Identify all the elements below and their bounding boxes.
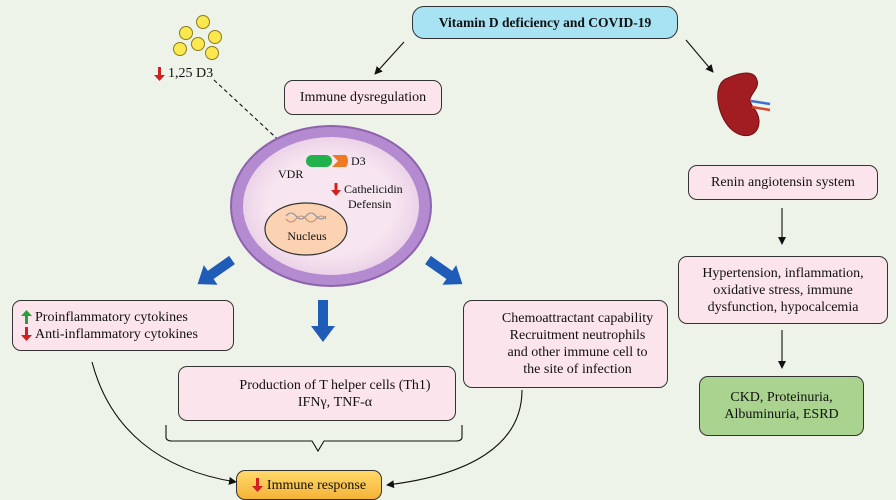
big-blue-arrows bbox=[197, 255, 463, 342]
down-arrow-icon bbox=[21, 327, 32, 341]
immune-dysregulation-label: Immune dysregulation bbox=[299, 90, 427, 105]
blue-arrow-left bbox=[197, 255, 235, 285]
effects-line3: dysfunction, hypocalcemia bbox=[707, 299, 859, 315]
dashed-arrow-d3-to-vdr bbox=[213, 79, 301, 161]
title-box: Vitamin D deficiency and COVID-19 bbox=[412, 6, 678, 39]
d3-label: 1,25 D3 bbox=[154, 66, 213, 81]
arrow-title-to-kidney bbox=[685, 39, 714, 73]
connector-arrows bbox=[91, 39, 786, 489]
chemo-line4: the site of infection bbox=[523, 362, 632, 377]
blue-arrow-right bbox=[425, 255, 463, 285]
effects-line2: oxidative stress, immune bbox=[713, 282, 853, 298]
blue-arrow-center bbox=[311, 300, 335, 342]
anti-inflammatory-text: Anti-inflammatory cytokines bbox=[35, 326, 198, 342]
renin-label: Renin angiotensin system bbox=[711, 175, 855, 190]
chemo-line1: Chemoattractant capability bbox=[501, 311, 654, 326]
d3-cell-label: D3 bbox=[351, 154, 366, 168]
dna-icon bbox=[285, 212, 327, 220]
effects-box: Hypertension, inflammation, oxidative st… bbox=[678, 256, 888, 324]
d3-label-text: 1,25 D3 bbox=[168, 66, 214, 81]
page-title: Vitamin D deficiency and COVID-19 bbox=[438, 15, 652, 30]
cathelicidin-label: Cathelicidin bbox=[331, 182, 403, 197]
up-arrow-icon bbox=[21, 310, 32, 324]
anti-inflammatory-line: Anti-inflammatory cytokines bbox=[21, 326, 198, 343]
immune-response-label: Immune response bbox=[266, 477, 367, 493]
chemo-line3: and other immune cell to bbox=[507, 345, 648, 360]
defensin-label: Defensin bbox=[348, 197, 392, 211]
outcome-line1: CKD, Proteinuria, bbox=[730, 390, 833, 405]
outcome-box: CKD, Proteinuria, Albuminuria, ESRD bbox=[699, 376, 864, 436]
cytokines-box: Proinflammatory cytokines Anti-inflammat… bbox=[12, 300, 234, 351]
kidney-icon bbox=[717, 72, 771, 137]
down-arrow-icon bbox=[154, 66, 165, 81]
effects-line1: Hypertension, inflammation, bbox=[702, 265, 864, 281]
down-arrow-icon bbox=[251, 478, 263, 492]
immune-response-box: Immune response bbox=[236, 470, 382, 500]
arrow-left-to-response bbox=[91, 361, 237, 485]
arrow-right-to-response bbox=[386, 389, 523, 489]
down-arrow-icon bbox=[331, 183, 341, 196]
vitamin-d-molecules-icon bbox=[173, 15, 222, 60]
vdr-receptor-icon bbox=[306, 155, 332, 167]
chemo-line2: Recruitment neutrophils bbox=[509, 328, 646, 343]
th1-line2: IFNγ, TNF-α bbox=[297, 394, 373, 410]
outcome-line2: Albuminuria, ESRD bbox=[724, 407, 839, 422]
cathelicidin-text: Cathelicidin bbox=[344, 182, 403, 196]
proinflammatory-text: Proinflammatory cytokines bbox=[35, 309, 188, 325]
vdr-label: VDR bbox=[278, 167, 304, 181]
d3-ligand-icon bbox=[332, 155, 348, 167]
th1-line1: Production of T helper cells (Th1) bbox=[239, 377, 431, 393]
th1-box: Production of T helper cells (Th1) IFNγ,… bbox=[178, 366, 456, 421]
proinflammatory-line: Proinflammatory cytokines bbox=[21, 309, 188, 326]
nucleus-icon bbox=[264, 202, 348, 256]
cell-icon bbox=[230, 125, 432, 287]
brace-center bbox=[165, 425, 463, 453]
arrow-title-to-dysregulation bbox=[374, 41, 405, 75]
immune-dysregulation-box: Immune dysregulation bbox=[284, 80, 442, 115]
renin-box: Renin angiotensin system bbox=[688, 165, 878, 200]
chemoattractant-box: Chemoattractant capability Recruitment n… bbox=[463, 300, 668, 388]
nucleus-label: Nucleus bbox=[287, 229, 327, 243]
